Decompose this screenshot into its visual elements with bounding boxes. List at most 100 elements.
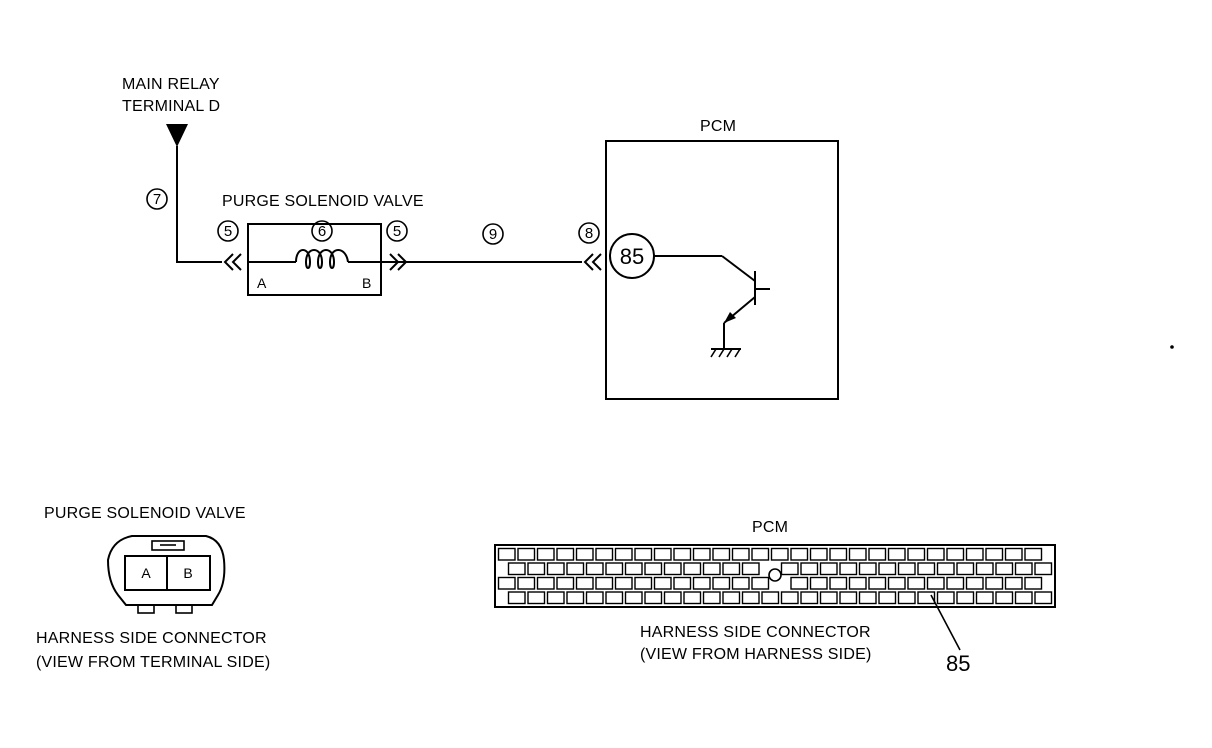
- pcm-terminal-cavity: [965, 576, 984, 590]
- power-source-triangle-icon: [166, 124, 188, 147]
- valve-connector-caption-line1: HARNESS SIDE CONNECTOR: [36, 630, 267, 647]
- pcm-connector-housing: [494, 544, 1056, 608]
- pcm-terminal-cavity: [546, 562, 565, 576]
- pcm-terminal-cavity: [644, 591, 663, 605]
- pcm-terminal-cavity: [517, 547, 536, 561]
- pcm-terminal-85: 85: [609, 233, 655, 279]
- pcm-terminal-cavity: [556, 576, 575, 590]
- pcm-terminal-cavity: [965, 547, 984, 561]
- pcm-terminal-cavity: [663, 591, 682, 605]
- valve-connector-latch: [151, 540, 185, 551]
- pcm-terminal-cavity: [536, 547, 555, 561]
- pcm-terminal-cavity: [926, 576, 945, 590]
- pcm-terminal-cavity: [585, 562, 604, 576]
- pcm-pointer-label: 85: [946, 651, 970, 676]
- pcm-terminal-cavity: [575, 547, 594, 561]
- pcm-terminal-cavity: [614, 576, 633, 590]
- pcm-terminal-cavity: [995, 562, 1014, 576]
- pcm-terminal-cavity: [829, 547, 848, 561]
- pcm-terminal-cavity: [819, 591, 838, 605]
- valve-connector-pin-a: A: [141, 565, 151, 581]
- pcm-terminal-cavity: [702, 562, 721, 576]
- pcm-connector: PCM 85 HARNESS SIDE CONNECTOR (VIEW FROM…: [494, 519, 1056, 676]
- pcm-terminal-cavity: [692, 547, 711, 561]
- pcm-terminal-cavity: [878, 562, 897, 576]
- pcm-terminal-cavity: [887, 547, 906, 561]
- pcm-terminal-cavity: [614, 547, 633, 561]
- pcm-terminal-cavity: [1034, 562, 1053, 576]
- pcm-terminal-cavity: [897, 562, 916, 576]
- valve-connector-pin-b: B: [183, 565, 192, 581]
- pcm-terminal-cavity: [741, 591, 760, 605]
- callout-8: 8: [578, 222, 600, 244]
- svg-text:6: 6: [318, 223, 326, 240]
- svg-text:8: 8: [585, 225, 593, 242]
- pcm-terminal-cavity: [527, 562, 546, 576]
- pcm-terminal-cavity: [1004, 576, 1023, 590]
- callout-5-right: 5: [386, 220, 408, 242]
- pcm-terminal-cavity: [780, 562, 799, 576]
- pcm-terminal-cavity: [527, 591, 546, 605]
- pcm-connector-center-hole: [768, 568, 782, 582]
- pcm-terminal-cavity: [1024, 576, 1043, 590]
- valve-connector-title: PURGE SOLENOID VALVE: [44, 505, 246, 522]
- pcm-terminal-cavity: [731, 576, 750, 590]
- pcm-terminal-cavity: [722, 562, 741, 576]
- valve-connector-caption-line2: (VIEW FROM TERMINAL SIDE): [36, 654, 270, 671]
- source-label-line2: TERMINAL D: [122, 98, 220, 115]
- pcm-terminal-cavity: [507, 591, 526, 605]
- pcm-terminal-cavity: [644, 562, 663, 576]
- pcm-terminal-cavity: [585, 591, 604, 605]
- pcm-terminal-cavity: [770, 547, 789, 561]
- pointer-line: [930, 594, 961, 651]
- pcm-terminal-cavity: [946, 576, 965, 590]
- coil-icon: [248, 249, 381, 269]
- pcm-terminal-cavity: [751, 576, 770, 590]
- pcm-terminal-cavity: [653, 576, 672, 590]
- source-label-line1: MAIN RELAY: [122, 76, 220, 93]
- pcm-terminal-cavity: [907, 547, 926, 561]
- svg-text:85: 85: [620, 244, 644, 269]
- pcm-terminal-cavity: [917, 591, 936, 605]
- pcm-terminal-cavity: [595, 576, 614, 590]
- pcm-terminal-cavity: [663, 562, 682, 576]
- connector-chevrons-pcm-icon: [583, 253, 602, 271]
- callout-9: 9: [482, 223, 504, 245]
- valve-connector-tab-left: [137, 604, 155, 614]
- pcm-terminal-cavity: [975, 591, 994, 605]
- pcm-terminal-cavity: [634, 576, 653, 590]
- pcm-terminal-cavity: [800, 562, 819, 576]
- pcm-terminal-cavity: [634, 547, 653, 561]
- pcm-connector-terminals: [497, 547, 1053, 605]
- pcm-terminal-cavity: [839, 562, 858, 576]
- pcm-terminal-cavity: [868, 547, 887, 561]
- pcm-terminal-cavity: [995, 591, 1014, 605]
- pcm-terminal-cavity: [917, 562, 936, 576]
- valve-title: PURGE SOLENOID VALVE: [222, 193, 424, 210]
- pcm-terminal-cavity: [566, 562, 585, 576]
- pcm-terminal-cavity: [692, 576, 711, 590]
- pcm-terminal-cavity: [722, 591, 741, 605]
- transistor-icon: [654, 255, 770, 349]
- pcm-terminal-cavity: [536, 576, 555, 590]
- pcm-terminal-cavity: [790, 547, 809, 561]
- valve-connector: PURGE SOLENOID VALVE A B HARNESS SIDE CO…: [36, 505, 270, 671]
- pcm-title: PCM: [700, 118, 736, 135]
- pcm-terminal-cavity: [848, 576, 867, 590]
- pcm-terminal-cavity: [975, 562, 994, 576]
- svg-text:5: 5: [393, 223, 401, 240]
- pcm-connector-caption-line1: HARNESS SIDE CONNECTOR: [640, 624, 871, 641]
- pcm-terminal-cavity: [556, 547, 575, 561]
- pcm-terminal-cavity: [683, 591, 702, 605]
- pcm-terminal-cavity: [858, 591, 877, 605]
- svg-text:9: 9: [489, 226, 497, 243]
- pcm-terminal-cavity: [858, 562, 877, 576]
- pcm-terminal-cavity: [868, 576, 887, 590]
- pcm-terminal-cavity: [829, 576, 848, 590]
- pcm-terminal-cavity: [761, 591, 780, 605]
- pcm-terminal-cavity: [848, 547, 867, 561]
- callout-5-left: 5: [217, 220, 239, 242]
- pcm-terminal-cavity: [624, 591, 643, 605]
- pcm-terminal-cavity: [575, 576, 594, 590]
